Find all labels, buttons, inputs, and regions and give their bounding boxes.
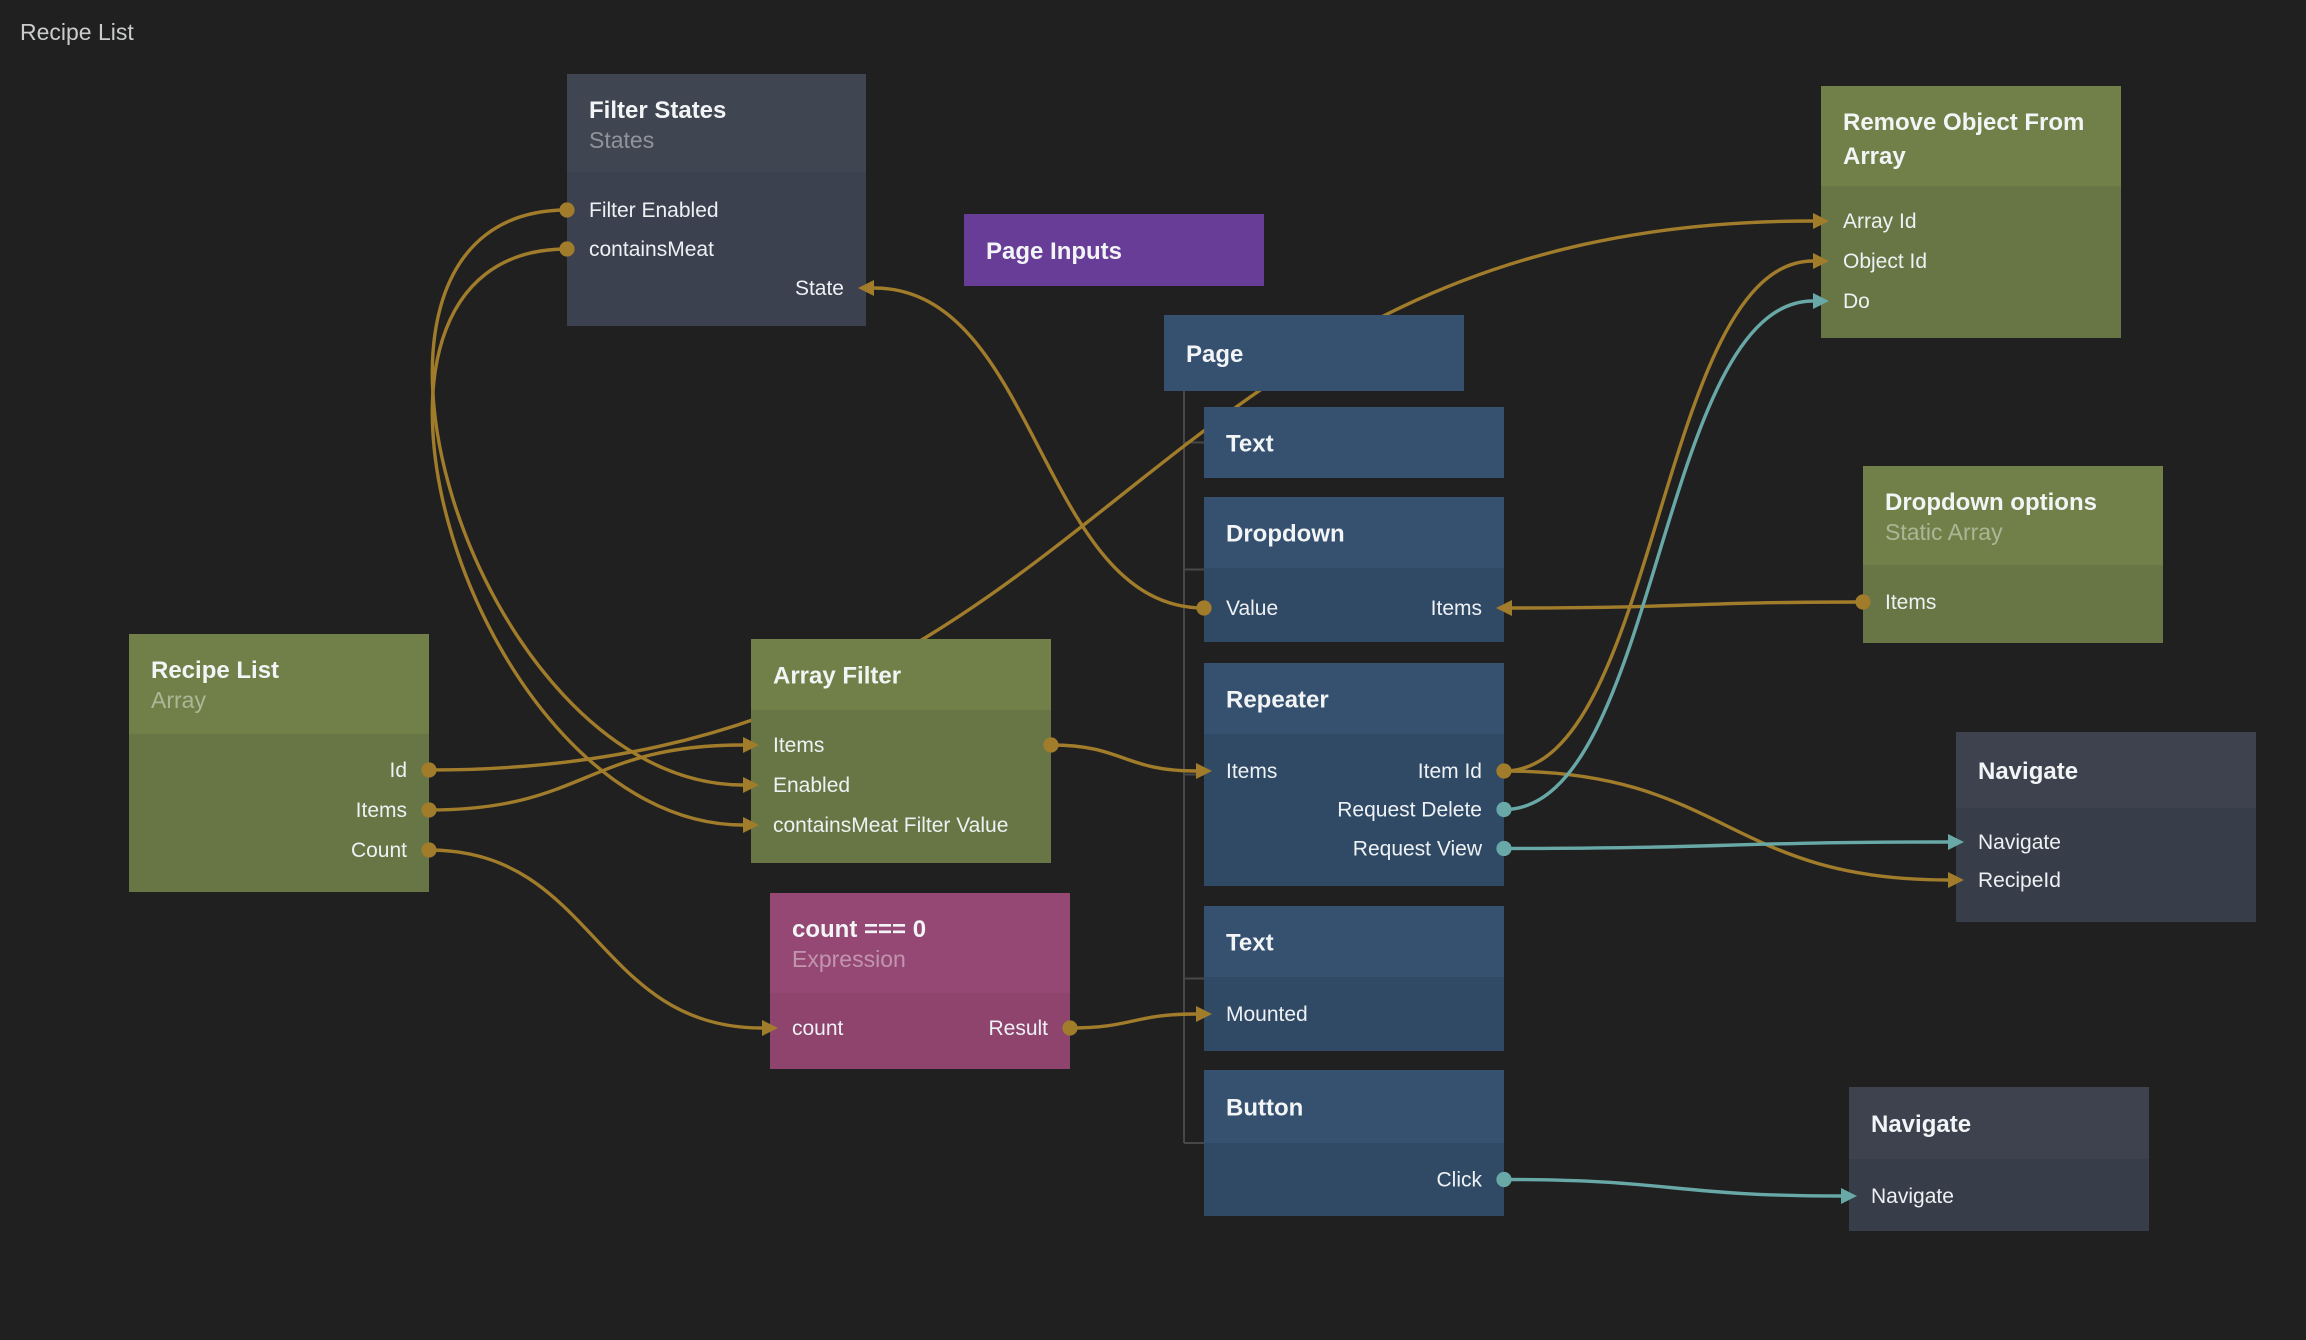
svg-text:RecipeId: RecipeId (1978, 869, 2061, 892)
svg-text:Navigate: Navigate (1978, 758, 2078, 785)
svg-text:Enabled: Enabled (773, 774, 850, 797)
svg-text:Button: Button (1226, 1095, 1303, 1122)
svg-text:Array Id: Array Id (1843, 210, 1917, 233)
svg-text:Array: Array (1843, 143, 1906, 170)
svg-text:Items: Items (773, 734, 824, 757)
svg-text:Items: Items (356, 799, 407, 822)
svg-text:Recipe List: Recipe List (151, 657, 279, 684)
svg-text:Mounted: Mounted (1226, 1003, 1308, 1026)
svg-text:Navigate: Navigate (1871, 1185, 1954, 1208)
svg-text:Do: Do (1843, 290, 1870, 313)
svg-text:Filter States: Filter States (589, 97, 726, 124)
svg-text:containsMeat: containsMeat (589, 238, 714, 261)
svg-text:Result: Result (988, 1017, 1048, 1040)
svg-text:Value: Value (1226, 597, 1278, 620)
svg-text:Array Filter: Array Filter (773, 663, 901, 690)
svg-text:Object Id: Object Id (1843, 250, 1927, 273)
svg-text:Text: Text (1226, 431, 1274, 458)
svg-text:Item Id: Item Id (1418, 760, 1482, 783)
svg-text:Click: Click (1437, 1169, 1483, 1192)
svg-text:Request View: Request View (1353, 838, 1483, 861)
svg-text:Id: Id (389, 759, 407, 782)
svg-text:Filter Enabled: Filter Enabled (589, 199, 719, 222)
svg-text:Text: Text (1226, 930, 1274, 957)
svg-text:Dropdown options: Dropdown options (1885, 489, 2097, 516)
svg-text:Items: Items (1885, 591, 1936, 614)
svg-text:Expression: Expression (792, 946, 906, 972)
svg-text:States: States (589, 127, 654, 153)
svg-text:containsMeat Filter Value: containsMeat Filter Value (773, 814, 1008, 837)
svg-text:Count: Count (351, 839, 407, 862)
svg-text:Items: Items (1431, 597, 1482, 620)
svg-text:Page Inputs: Page Inputs (986, 238, 1122, 265)
svg-text:Dropdown: Dropdown (1226, 521, 1345, 548)
svg-text:count === 0: count === 0 (792, 916, 926, 943)
svg-text:count: count (792, 1017, 844, 1040)
svg-text:Static Array: Static Array (1885, 519, 2003, 545)
svg-text:State: State (795, 277, 844, 300)
svg-text:Navigate: Navigate (1871, 1111, 1971, 1138)
svg-text:Request Delete: Request Delete (1337, 799, 1482, 822)
svg-text:Repeater: Repeater (1226, 687, 1329, 714)
svg-text:Recipe List: Recipe List (20, 19, 134, 45)
svg-text:Remove Object From: Remove Object From (1843, 109, 2084, 136)
svg-text:Page: Page (1186, 341, 1243, 368)
svg-text:Items: Items (1226, 760, 1277, 783)
svg-text:Array: Array (151, 687, 206, 713)
svg-text:Navigate: Navigate (1978, 831, 2061, 854)
